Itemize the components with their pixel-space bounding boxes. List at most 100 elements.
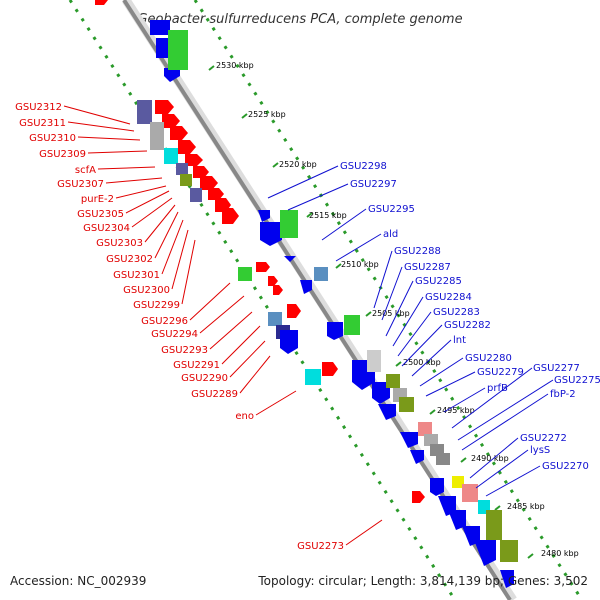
gene-label[interactable]: GSU2287	[404, 262, 451, 273]
gene-block	[176, 163, 188, 175]
gene-arrow	[327, 322, 343, 340]
gene-arrow	[284, 256, 296, 262]
tick-label: 2520 kbp	[279, 160, 317, 169]
gene-label[interactable]: GSU2303	[96, 238, 143, 249]
gene-label[interactable]: fbP-2	[550, 389, 576, 400]
gene-arrow	[256, 262, 270, 272]
right-gene-labels: GSU2298 GSU2297 GSU2295 ald GSU2288 GSU2…	[340, 161, 600, 472]
gene-block	[180, 174, 192, 186]
gene-label[interactable]: prfB	[487, 383, 508, 394]
gene-arrow	[280, 330, 298, 354]
gene-block	[424, 434, 438, 446]
gene-label[interactable]: GSU2277	[533, 363, 580, 374]
gene-block	[268, 312, 282, 326]
gene-arrow	[322, 362, 338, 376]
gene-label[interactable]: GSU2290	[181, 373, 228, 384]
left-gene-labels: GSU2312 GSU2311 GSU2310 GSU2309 scfA GSU…	[15, 102, 344, 552]
gene-label[interactable]: GSU2304	[83, 223, 130, 234]
gene-arrow	[178, 140, 196, 154]
gene-label[interactable]: GSU2285	[415, 276, 462, 287]
gene-arrow	[170, 126, 188, 140]
gene-block	[137, 100, 152, 124]
gene-label[interactable]: purE-2	[81, 194, 114, 205]
gene-label[interactable]: GSU2295	[368, 204, 415, 215]
gene-label[interactable]: GSU2279	[477, 367, 524, 378]
tick-label: 2495 kbp	[437, 406, 475, 415]
tick-label: 2530 kbp	[216, 61, 254, 70]
tick-marks	[208, 65, 534, 559]
gene-label[interactable]: GSU2291	[173, 360, 220, 371]
gene-block	[150, 122, 164, 150]
gene-label[interactable]: GSU2284	[425, 292, 472, 303]
gene-label[interactable]: GSU2296	[141, 316, 188, 327]
gene-label[interactable]: GSU2311	[19, 118, 66, 129]
gene-label[interactable]: GSU2270	[542, 461, 589, 472]
gene-label[interactable]: GSU2293	[161, 345, 208, 356]
gene-label[interactable]: GSU2272	[520, 433, 567, 444]
gene-block	[305, 369, 321, 385]
outer-dotted-strand	[68, 0, 457, 600]
gene-arrow	[474, 540, 496, 566]
gene-arrow	[300, 280, 312, 294]
gene-label[interactable]: GSU2307	[57, 179, 104, 190]
gene-arrow	[410, 450, 424, 464]
gene-label[interactable]: GSU2282	[444, 320, 491, 331]
gene-label[interactable]: GSU2300	[123, 285, 170, 296]
gene-arrow	[500, 570, 514, 588]
gene-label[interactable]: GSU2298	[340, 161, 387, 172]
gene-block	[280, 210, 298, 238]
right-leader-lines	[267, 165, 554, 497]
gene-block	[486, 510, 502, 540]
gene-label[interactable]: GSU2289	[191, 389, 238, 400]
gene-label[interactable]: lysS	[530, 445, 550, 456]
gene-label[interactable]: eno	[235, 411, 254, 422]
gene-arrow	[193, 166, 209, 178]
gene-arrow	[268, 276, 278, 286]
gene-label[interactable]: GSU2283	[433, 307, 480, 318]
gene-arrow	[448, 510, 466, 530]
gene-label[interactable]: GSU2309	[39, 149, 86, 160]
gene-arrow	[400, 432, 418, 448]
gene-label[interactable]: GSU2301	[113, 270, 160, 281]
gene-arrow	[150, 20, 170, 35]
gene-arrow	[430, 478, 444, 496]
gene-arrow	[258, 210, 270, 222]
gene-arrow	[273, 285, 283, 295]
gene-arrow	[287, 304, 301, 318]
tick-label: 2490 kbp	[471, 454, 509, 463]
tick-label: 2500 kbp	[403, 358, 441, 367]
gene-label[interactable]: GSU2299	[133, 300, 180, 311]
gene-label[interactable]: ald	[383, 229, 398, 240]
gene-block	[500, 540, 518, 562]
gene-arrow	[185, 154, 203, 166]
gene-block	[168, 30, 188, 70]
gene-block	[418, 422, 432, 436]
tick-label: 2485 kbp	[507, 502, 545, 511]
gene-label[interactable]: GSU2305	[77, 209, 124, 220]
gene-label[interactable]: GSU2297	[350, 179, 397, 190]
gene-block	[190, 188, 202, 202]
gene-block	[314, 267, 328, 281]
forward-genes	[95, 0, 425, 503]
gene-label[interactable]: lnt	[453, 335, 466, 346]
gene-arrow	[200, 176, 218, 190]
gene-label[interactable]: GSU2288	[394, 246, 441, 257]
gene-arrow	[412, 491, 425, 503]
inner-dotted-strand	[193, 0, 584, 600]
gene-label[interactable]: GSU2294	[151, 329, 198, 340]
map-title: Geobacter sulfurreducens PCA, complete g…	[137, 12, 462, 27]
gene-label[interactable]: scfA	[75, 165, 96, 176]
gene-label[interactable]: GSU2310	[29, 133, 76, 144]
gene-label[interactable]: GSU2280	[465, 353, 512, 364]
gene-label[interactable]: GSU2302	[106, 254, 153, 265]
gene-label[interactable]: GSU2312	[15, 102, 62, 113]
gene-arrow	[208, 188, 224, 200]
gene-label[interactable]: GSU2275	[554, 375, 600, 386]
gene-block	[436, 453, 450, 465]
tick-label: 2525 kbp	[248, 110, 286, 119]
gene-label[interactable]: GSU2273	[297, 541, 344, 552]
gene-arrow	[372, 382, 390, 404]
gene-arrow	[162, 114, 180, 128]
gene-block	[238, 267, 252, 281]
